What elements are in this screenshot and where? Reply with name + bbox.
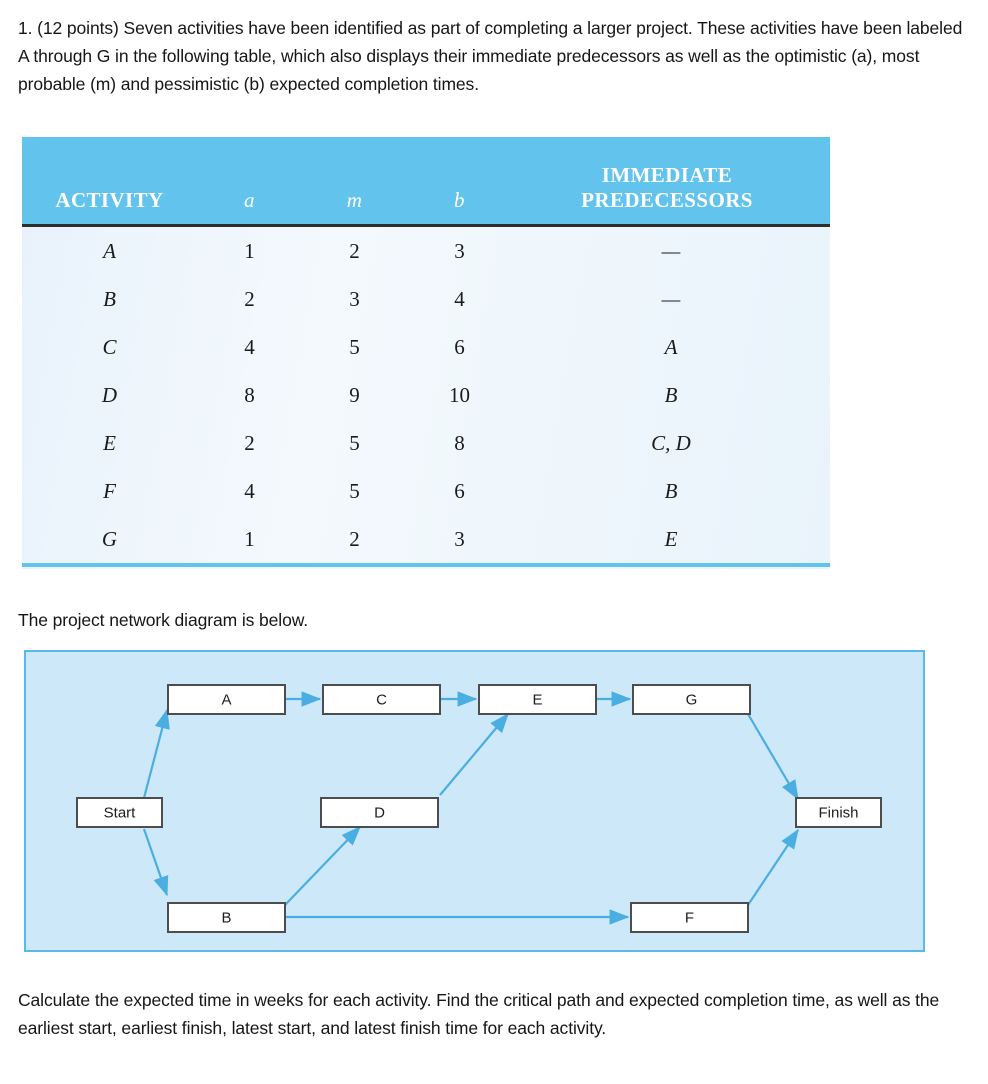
node-c[interactable]: C: [322, 684, 441, 715]
cell-activity: F: [103, 478, 116, 503]
cell-predecessors: —: [661, 238, 681, 263]
cell-pessimistic-b: 3: [454, 238, 465, 263]
cell-optimistic-a: 4: [244, 334, 255, 359]
cell-pessimistic-b: 4: [454, 286, 465, 311]
node-e[interactable]: E: [478, 684, 597, 715]
node-a-label: A: [221, 691, 231, 708]
edge-f-to-finish: [747, 828, 799, 906]
cell-activity: D: [101, 382, 118, 407]
table-row: F 4 5 6 B: [22, 467, 830, 515]
cell-optimistic-a: 8: [244, 382, 255, 407]
node-c-label: C: [376, 691, 387, 708]
cell-most-probable-m: 5: [349, 478, 360, 503]
edge-d-to-e: [439, 712, 509, 796]
project-network-diagram: Start A B C D E: [24, 650, 925, 952]
edge-start-to-a: [142, 708, 170, 799]
cell-optimistic-a: 2: [244, 430, 255, 455]
cell-activity: E: [103, 430, 116, 455]
cell-most-probable-m: 9: [349, 382, 360, 407]
node-g[interactable]: G: [632, 684, 751, 715]
node-start[interactable]: Start: [76, 797, 163, 828]
cell-most-probable-m: 5: [349, 430, 360, 455]
cell-pessimistic-b: 3: [407, 515, 512, 567]
cell-most-probable-m: 2: [349, 238, 360, 263]
header-most-probable-m: m: [302, 137, 407, 227]
node-f[interactable]: F: [630, 902, 749, 933]
cell-predecessors: C, D: [651, 430, 691, 455]
cell-optimistic-a: 1: [244, 238, 255, 263]
cell-activity: C: [102, 334, 117, 359]
node-start-label: Start: [104, 804, 137, 821]
table-row: E 2 5 8 C, D: [22, 419, 830, 467]
table-header-row: ACTIVITY a m b IMMEDIATE PREDECESSORS: [22, 137, 830, 227]
cell-activity: G: [22, 515, 197, 567]
header-optimistic-a: a: [197, 137, 302, 227]
table-row: C 4 5 6 A: [22, 323, 830, 371]
cell-predecessors: E: [512, 515, 830, 567]
edge-start-to-b: [142, 828, 169, 897]
network-nodes: Start A B C D E: [76, 684, 882, 933]
cell-pessimistic-b: 10: [449, 382, 470, 407]
cell-pessimistic-b: 6: [454, 478, 465, 503]
header-predecessors-line2: PREDECESSORS: [581, 188, 753, 212]
cell-pessimistic-b: 8: [454, 430, 465, 455]
cell-predecessors: B: [664, 478, 678, 503]
edge-g-to-finish: [747, 713, 799, 801]
cell-activity: A: [103, 238, 116, 263]
network-diagram-svg: Start A B C D E: [76, 684, 882, 933]
node-d-label: D: [374, 804, 385, 821]
network-edges: [142, 691, 799, 925]
node-f-label: F: [685, 909, 694, 926]
node-b-label: B: [221, 909, 231, 926]
activity-table: ACTIVITY a m b IMMEDIATE PREDECESSORS A 1…: [22, 137, 830, 567]
cell-most-probable-m: 3: [349, 286, 360, 311]
header-activity: ACTIVITY: [22, 137, 197, 227]
node-finish-label: Finish: [818, 804, 858, 821]
cell-optimistic-a: 4: [244, 478, 255, 503]
question-prompt-outro: Calculate the expected time in weeks for…: [18, 990, 940, 1038]
cell-optimistic-a: 1: [197, 515, 302, 567]
table-row: A 1 2 3 —: [22, 226, 830, 276]
node-finish[interactable]: Finish: [795, 797, 882, 828]
activity-table-header: ACTIVITY a m b IMMEDIATE PREDECESSORS: [22, 137, 830, 227]
cell-optimistic-a: 2: [244, 286, 255, 311]
cell-pessimistic-b: 6: [454, 334, 465, 359]
network-diagram-caption: The project network diagram is below.: [18, 610, 309, 630]
table-row: B 2 3 4 —: [22, 275, 830, 323]
cell-predecessors: A: [664, 334, 678, 359]
cell-activity: B: [103, 286, 116, 311]
cell-most-probable-m: 2: [302, 515, 407, 567]
header-predecessors-line1: IMMEDIATE: [601, 163, 733, 187]
cell-most-probable-m: 5: [349, 334, 360, 359]
node-b[interactable]: B: [167, 902, 286, 933]
node-e-label: E: [532, 691, 542, 708]
header-pessimistic-b: b: [407, 137, 512, 227]
edge-b-to-d: [284, 826, 361, 906]
activity-table-container: ACTIVITY a m b IMMEDIATE PREDECESSORS A 1…: [22, 137, 830, 569]
node-a[interactable]: A: [167, 684, 286, 715]
cell-predecessors: —: [661, 286, 681, 311]
node-d[interactable]: D: [320, 797, 439, 828]
node-g-label: G: [686, 691, 698, 708]
table-row: D 8 9 10 B: [22, 371, 830, 419]
question-prompt-intro: 1. (12 points) Seven activities have bee…: [18, 18, 963, 94]
header-immediate-predecessors: IMMEDIATE PREDECESSORS: [512, 137, 830, 227]
cell-predecessors: B: [664, 382, 678, 407]
